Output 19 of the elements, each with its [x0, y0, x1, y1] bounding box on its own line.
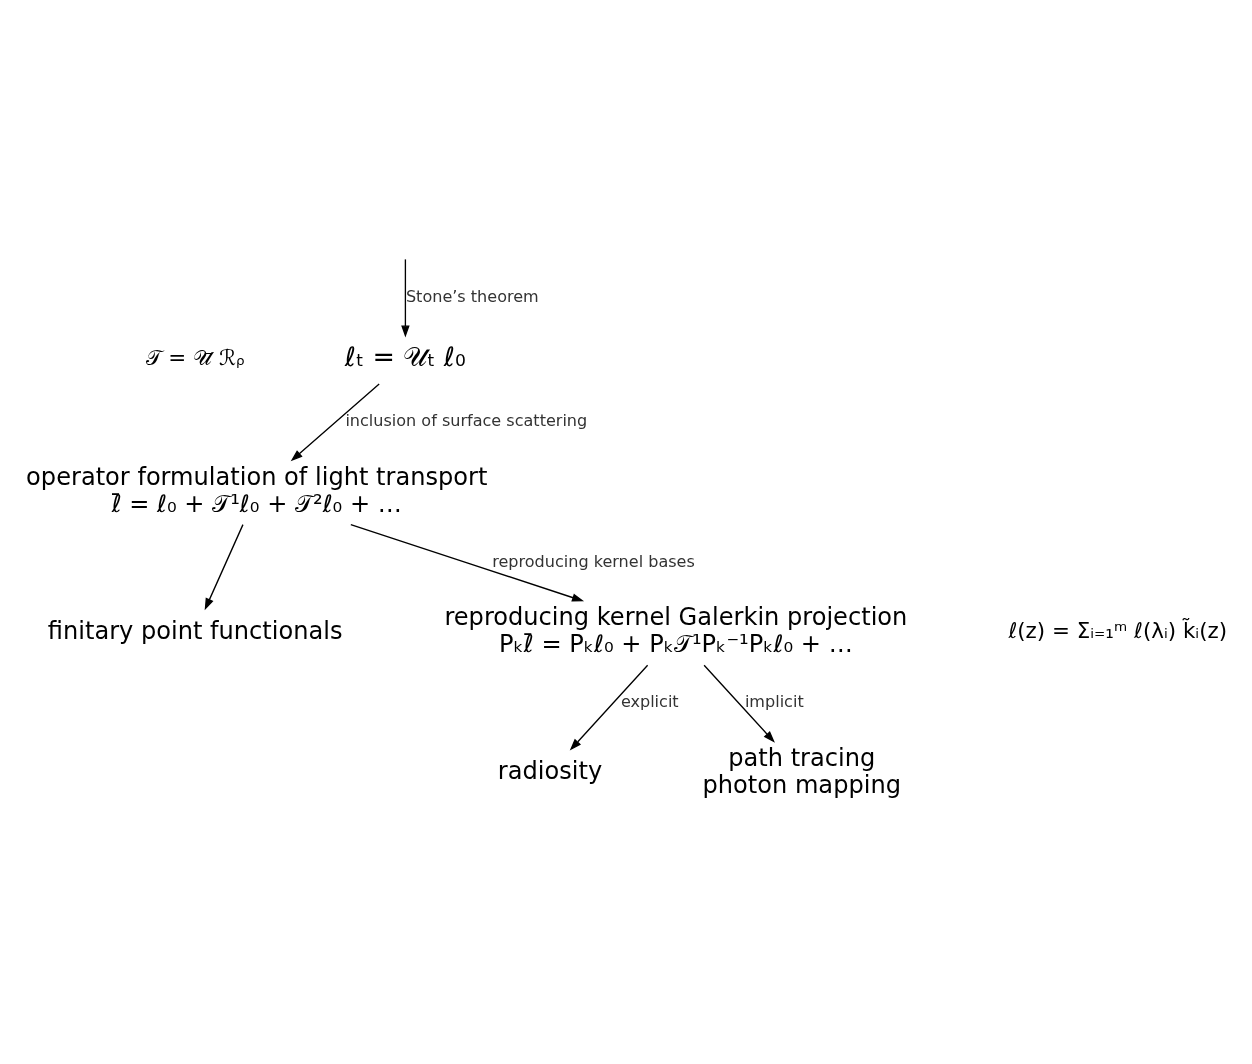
arrow: [290, 383, 380, 462]
label: 𝒯 = 𝒰̄ ℛᵨ: [145, 344, 245, 370]
node-text: radiosity: [497, 757, 603, 786]
arrow: [401, 258, 410, 338]
edge-label: reproducing kernel bases: [492, 551, 695, 571]
arrow: [703, 664, 775, 743]
edge-label: implicit: [744, 692, 804, 712]
arrow: [204, 523, 244, 611]
edge-label: explicit: [620, 692, 679, 712]
node-text: reproducing kernel Galerkin projection Pₖℓ̄ = Pₖℓ₀ + Pₖ𝒯¹Pₖ⁻¹Pₖℓ₀ + …: [444, 603, 908, 659]
edge-label: Stone’s theorem: [405, 286, 539, 306]
node-text: operator formulation of light transport ℓ̄ = ℓ₀ + 𝒯¹ℓ₀ + 𝒯²ℓ₀ + …: [26, 462, 488, 518]
arrow: [569, 664, 649, 751]
node-text: path tracing photon mapping: [702, 744, 902, 799]
edge-label: inclusion of surface scattering: [345, 411, 588, 431]
node-text: ℓₜ = 𝒰ₜ ℓ₀: [345, 341, 466, 373]
label: ℓ(z) = Σᵢ₌₁ᵐ ℓ(λᵢ) k̃ᵢ(z): [1008, 618, 1228, 643]
arrow: [350, 523, 585, 602]
node-text: finitary point functionals: [47, 616, 343, 645]
